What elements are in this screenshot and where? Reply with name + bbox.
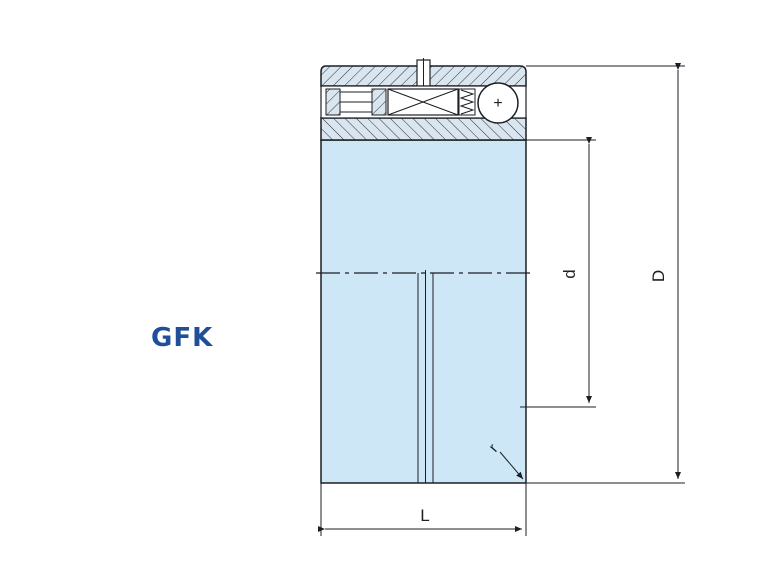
dimension-bore-diameter — [520, 137, 596, 408]
axial-groove — [417, 270, 434, 483]
dimension-width — [318, 483, 527, 536]
rolling-elements-row — [320, 82, 527, 124]
product-code-label: GFK — [151, 323, 214, 353]
label-width: L — [420, 506, 429, 525]
bearing-body — [320, 139, 527, 484]
dimension-outer-diameter — [526, 63, 685, 484]
ball-element — [477, 82, 519, 124]
label-bore-diameter: d — [560, 269, 579, 278]
label-outer-diameter: D — [649, 270, 668, 282]
plus-sign-icon: + — [493, 95, 502, 112]
radius-leader — [499, 451, 524, 480]
